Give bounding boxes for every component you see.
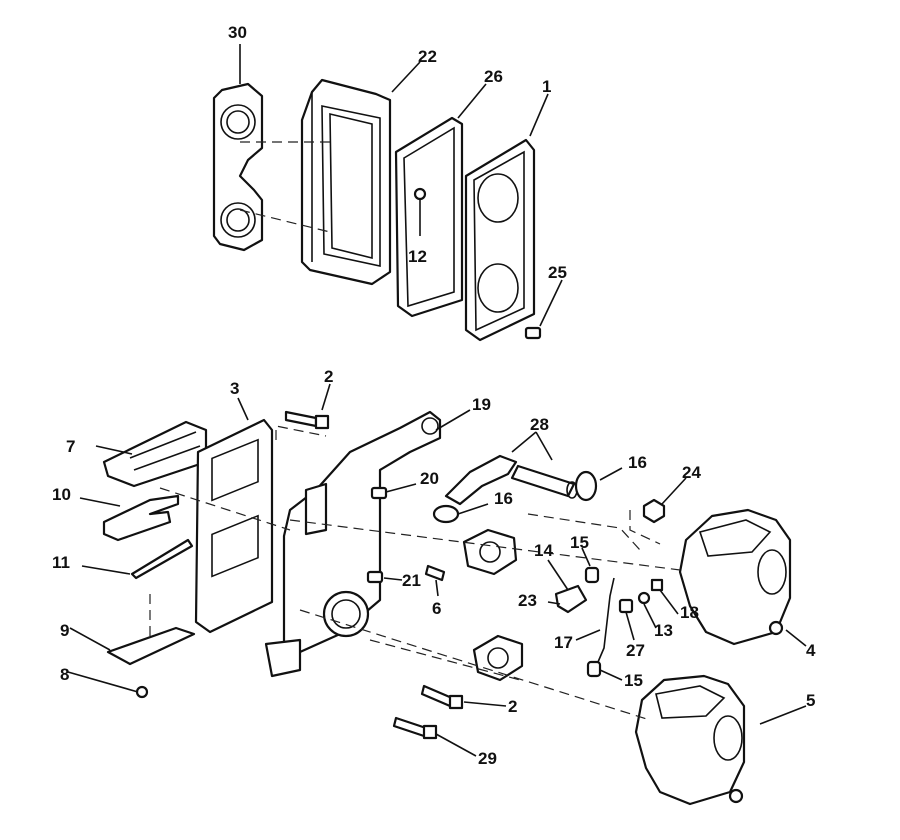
part-5-carburetor <box>634 674 746 806</box>
part-17-rod <box>597 577 615 663</box>
screw-12 <box>413 187 427 201</box>
alignment-line-8 <box>369 639 521 681</box>
alignment-line-7 <box>629 510 661 545</box>
callout-7: 7 <box>66 437 75 456</box>
callout-28: 28 <box>530 415 549 434</box>
callout-labels: 30 22 26 1 12 25 3 2 19 28 16 24 7 20 10… <box>52 23 816 768</box>
callout-6: 6 <box>432 599 441 618</box>
part-30-gasket <box>212 82 264 252</box>
callout-11: 11 <box>52 553 70 572</box>
callout-12: 12 <box>408 247 427 266</box>
part-14-linkage <box>554 584 588 614</box>
screw-6 <box>424 564 446 582</box>
part-9-plate <box>106 626 196 666</box>
callout-27: 27 <box>626 641 645 660</box>
part-4-carburetor <box>678 508 792 646</box>
screw-20 <box>370 486 388 500</box>
part-16-clamp-upper <box>574 470 598 502</box>
part-28-hose <box>444 454 518 506</box>
part-26-gasket <box>394 116 464 318</box>
intake-manifold <box>264 410 442 678</box>
callout-10: 10 <box>52 485 71 504</box>
callout-23: 23 <box>518 591 537 610</box>
leader-lines <box>67 44 807 757</box>
part-15-cap-upper <box>584 566 600 584</box>
part-27-screw <box>618 598 634 614</box>
part-1-plate <box>464 138 536 342</box>
screw-21 <box>366 570 384 584</box>
flange-gasket-lower <box>472 634 524 682</box>
screw-25 <box>524 326 542 340</box>
part-15-cap-lower <box>586 660 602 678</box>
callout-9: 9 <box>60 621 69 640</box>
callout-8: 8 <box>60 665 69 684</box>
callout-20: 20 <box>420 469 439 488</box>
callout-25: 25 <box>548 263 567 282</box>
alignment-line-1 <box>275 425 327 440</box>
part-11-reed-stop <box>130 538 194 580</box>
callout-30: 30 <box>228 23 247 42</box>
callout-21: 21 <box>402 571 421 590</box>
bolt-2-upper <box>284 410 330 430</box>
callout-16-lower: 16 <box>494 489 513 508</box>
callout-18: 18 <box>680 603 699 622</box>
part-24-nut <box>642 498 666 524</box>
flange-gasket-upper <box>462 528 518 576</box>
callout-4: 4 <box>806 641 816 660</box>
part-13-washer <box>637 591 651 605</box>
screw-8 <box>135 685 149 699</box>
part-10-reed-petals <box>102 494 180 542</box>
alignment-line-6 <box>527 513 641 551</box>
part-7-reed-block <box>102 420 208 488</box>
part-16-clamp-lower <box>432 504 460 524</box>
callout-13: 13 <box>654 621 673 640</box>
part-3-gasket <box>194 418 274 634</box>
callout-3: 3 <box>230 379 239 398</box>
callout-24: 24 <box>682 463 701 482</box>
callout-15-upper: 15 <box>570 533 589 552</box>
callout-19: 19 <box>472 395 491 414</box>
alignment-line-4 <box>289 519 681 571</box>
alignment-line-5 <box>299 609 651 721</box>
callout-14: 14 <box>534 541 553 560</box>
bolt-2-lower <box>420 684 464 710</box>
callout-29: 29 <box>478 749 497 768</box>
callout-1: 1 <box>542 77 551 96</box>
callout-2-lower: 2 <box>508 697 517 716</box>
callout-17: 17 <box>554 633 573 652</box>
callout-26: 26 <box>484 67 503 86</box>
part-28-tube <box>510 464 578 499</box>
callout-5: 5 <box>806 691 815 710</box>
callout-16-upper: 16 <box>628 453 647 472</box>
callout-2-upper: 2 <box>324 367 333 386</box>
alignment-line-2 <box>159 487 291 531</box>
bolt-29 <box>392 716 438 740</box>
part-22-cover <box>300 78 392 286</box>
part-18-nut <box>650 578 664 592</box>
callout-22: 22 <box>418 47 437 66</box>
callout-15-lower: 15 <box>624 671 643 690</box>
